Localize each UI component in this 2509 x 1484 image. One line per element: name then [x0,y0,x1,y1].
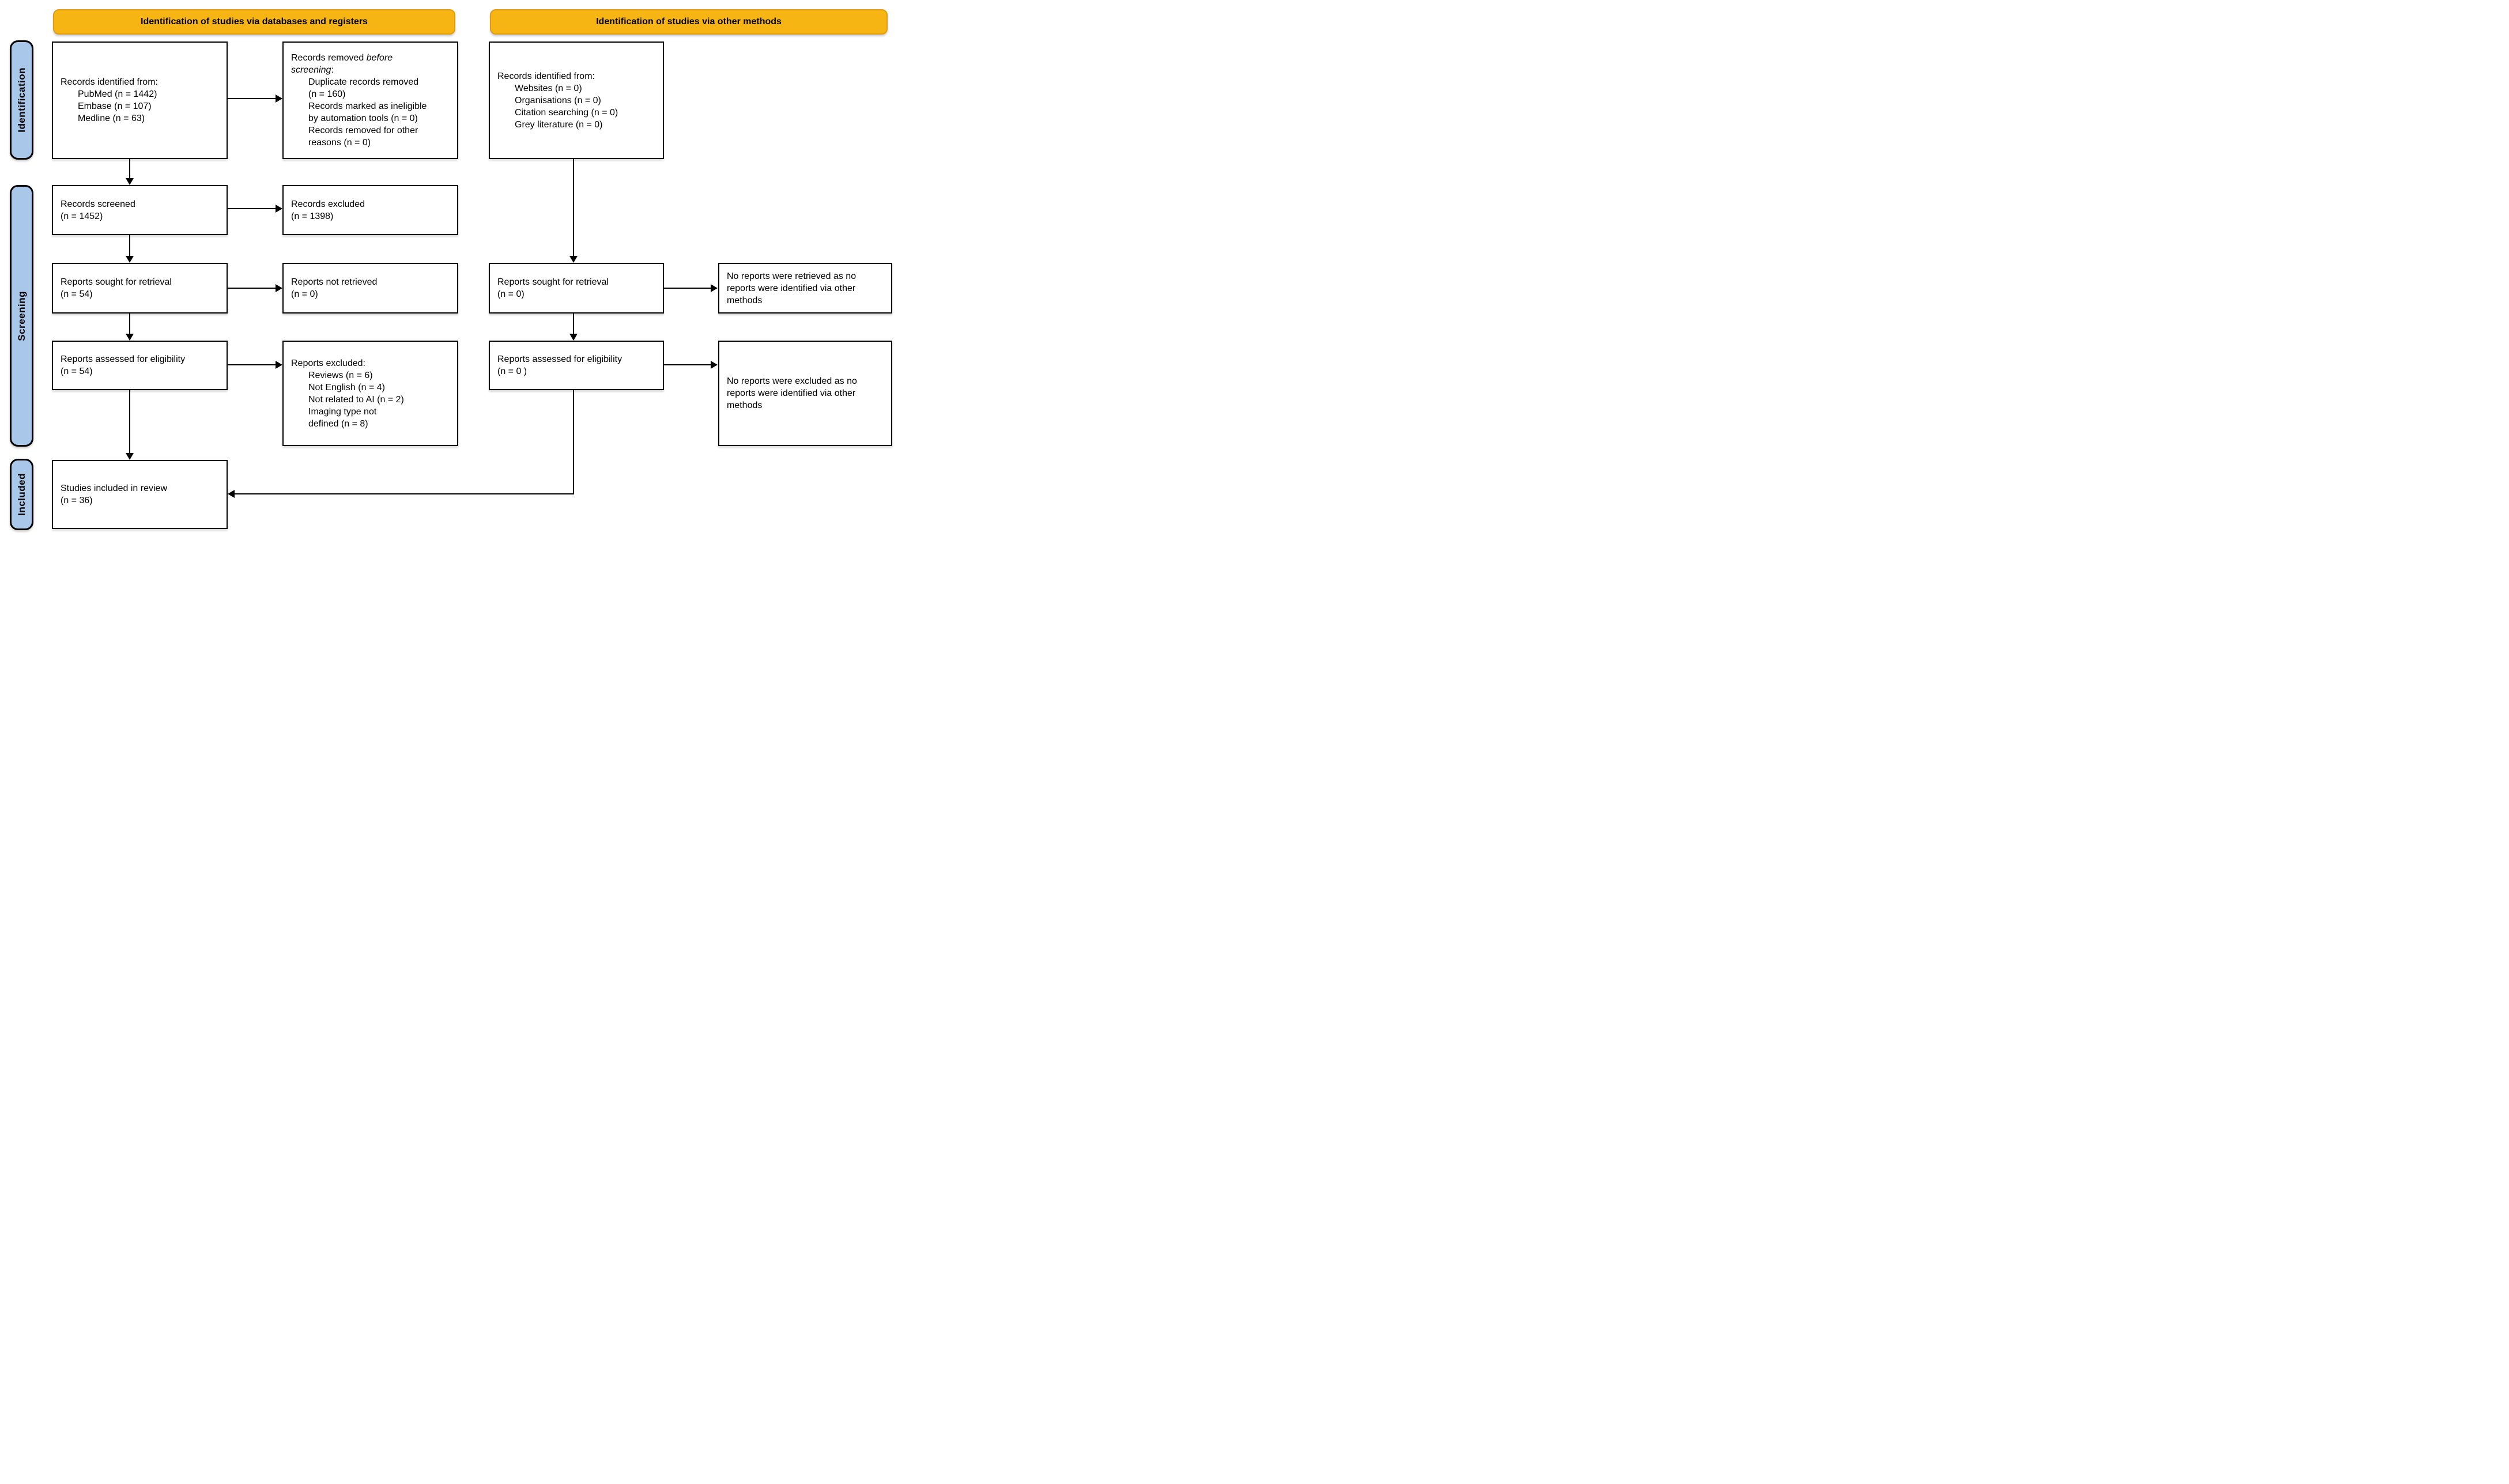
arrow-other-to-included-horizontal-line [235,493,574,494]
arrow-sought-db-to-not-retrieved-line [228,288,277,289]
stage-included-label: Included [16,473,27,516]
text-line: (n = 160) [308,89,346,99]
arrow-identified-other-down-line [573,159,574,256]
text-line: Websites (n = 0) [515,83,582,93]
box-no-reports-excluded-note: No reports were excluded as no reports we… [718,341,892,446]
arrow-screened-to-excluded-line [228,208,277,209]
header-other-label: Identification of studies via other meth… [596,17,782,27]
text-line: defined (n = 8) [308,418,368,429]
text-line: Reports excluded: [291,358,365,368]
text-line: Organisations (n = 0) [515,95,601,105]
stage-tab-identification: Identification [10,40,33,160]
text-line: No reports were excluded as no [727,376,857,386]
box-reports-not-retrieved: Reports not retrieved (n = 0) [282,263,458,314]
text-line: (n = 36) [61,496,93,505]
text-line: screening: [291,65,334,75]
text-line: Reports sought for retrieval [497,277,609,287]
text-line: Reports assessed for eligibility [497,354,622,364]
arrow-screened-down-head-icon [126,256,134,263]
text-line: (n = 0) [291,289,318,299]
arrow-screened-to-excluded-head-icon [276,205,282,213]
arrow-identified-other-down-head-icon [569,256,578,263]
box-reports-sought-retrieval-other: Reports sought for retrieval (n = 0) [489,263,664,314]
arrow-identified-db-down-head-icon [126,178,134,185]
text-line: (n = 54) [61,367,93,376]
arrow-identified-db-down-line [129,159,130,179]
arrow-identified-db-to-removed-line [228,98,277,99]
text-line: Duplicate records removed [308,77,419,87]
box-reports-excluded-reasons: Reports excluded: Reviews (n = 6) Not Engl… [282,341,458,446]
text-line: Reports sought for retrieval [61,277,172,287]
text-line: Imaging type not [308,406,377,417]
text-line: Not related to AI (n = 2) [308,394,404,405]
text-line: (n = 1452) [61,211,103,221]
box-records-excluded: Records excluded (n = 1398) [282,185,458,235]
arrow-sought-other-to-no-retrieved-line [664,288,711,289]
arrow-sought-other-down-line [573,314,574,334]
stage-screening-label: Screening [16,290,27,341]
text-line: Records identified from: [61,77,158,87]
arrow-screened-down-line [129,235,130,256]
text-line: reasons (n = 0) [308,138,371,148]
text-line: Records removed for other [308,126,418,135]
box-reports-assessed-eligibility-databases: Reports assessed for eligibility (n = 54) [52,341,228,390]
arrow-sought-other-to-no-retrieved-head-icon [711,284,718,292]
box-reports-sought-retrieval-databases: Reports sought for retrieval (n = 54) [52,263,228,314]
text-line: (n = 1398) [291,211,334,221]
text-line: Reports assessed for eligibility [61,354,186,364]
text-line: Records identified from: [497,71,595,81]
text-line: Grey literature (n = 0) [515,119,603,130]
text-line: (n = 0 ) [497,367,527,376]
arrow-sought-db-down-head-icon [126,334,134,341]
text-line: Records screened [61,199,135,209]
box-records-removed-before-screening: Records removed before screening: Duplicat… [282,41,458,159]
arrow-sought-db-to-not-retrieved-head-icon [276,284,282,292]
text-line: Records marked as ineligible [308,101,427,111]
arrow-sought-other-down-head-icon [569,334,578,341]
arrow-assessed-db-down-head-icon [126,453,134,460]
text-line: Not English (n = 4) [308,382,385,392]
text-line: Embase (n = 107) [78,101,152,111]
text-line: Medline (n = 63) [78,114,145,123]
text-line: Citation searching (n = 0) [515,107,618,118]
text-line: No reports were retrieved as no [727,271,857,281]
text-line: methods [727,401,763,410]
header-other-methods: Identification of studies via other meth… [490,9,888,35]
text-line: Reports not retrieved [291,277,378,287]
box-studies-included-in-review: Studies included in review (n = 36) [52,460,228,529]
box-reports-assessed-eligibility-other: Reports assessed for eligibility (n = 0 ) [489,341,664,390]
prisma-flow-diagram: Identification of studies via databases … [0,0,904,534]
text-line: Records excluded [291,199,365,209]
arrow-identified-db-to-removed-head-icon [276,95,282,103]
text-line: Records removed before [291,53,393,63]
arrow-assessed-other-to-no-excluded-head-icon [711,361,718,369]
arrow-assessed-db-to-excluded-reasons-head-icon [276,361,282,369]
text-line: Studies included in review [61,484,167,493]
text-line: PubMed (n = 1442) [78,89,157,99]
stage-tab-included: Included [10,459,33,530]
text-line: by automation tools (n = 0) [308,114,418,123]
box-records-identified-other-methods: Records identified from: Websites (n = 0)… [489,41,664,159]
text-line: (n = 54) [61,289,93,299]
text-line: methods [727,295,763,305]
text-line: Reviews (n = 6) [308,370,373,380]
text-line: reports were identified via other [727,388,856,398]
header-databases-registers: Identification of studies via databases … [53,9,455,35]
arrow-other-to-included-head-icon [228,490,235,498]
box-records-screened: Records screened (n = 1452) [52,185,228,235]
arrow-assessed-other-to-no-excluded-line [664,364,711,365]
arrow-sought-db-down-line [129,314,130,334]
arrow-assessed-db-down-line [129,390,130,454]
text-line: reports were identified via other [727,283,856,293]
box-records-identified-databases: Records identified from: PubMed (n = 1442… [52,41,228,159]
arrow-assessed-db-to-excluded-reasons-line [228,364,277,365]
text-line: (n = 0) [497,289,525,299]
header-databases-label: Identification of studies via databases … [141,17,368,27]
arrow-other-to-included-vertical-line [573,390,574,494]
stage-tab-screening: Screening [10,185,33,447]
box-no-reports-retrieved-note: No reports were retrieved as no reports w… [718,263,892,314]
stage-identification-label: Identification [16,67,27,133]
